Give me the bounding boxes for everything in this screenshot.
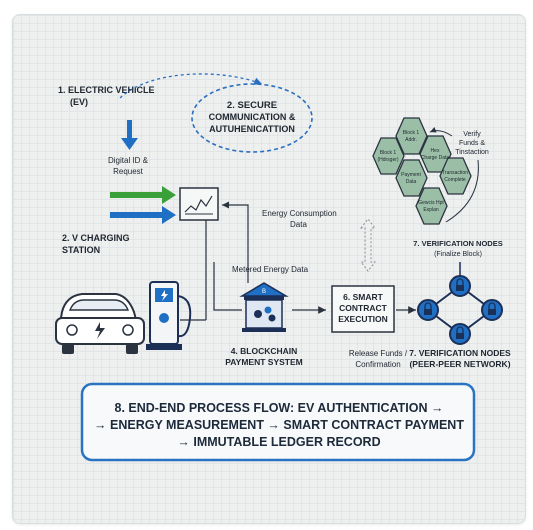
charging-monitor-icon xyxy=(179,187,219,221)
contract-line2: CONTRACT xyxy=(339,303,387,313)
blockchain-line1: 4. BLOCKCHAIN xyxy=(231,346,298,356)
station-line1: 2. V CHARGING xyxy=(62,233,130,243)
hex-label: Block 1 xyxy=(403,130,420,136)
smart-contract-box xyxy=(331,285,395,333)
verify-return-path xyxy=(445,159,479,223)
energy-consumption-line1: Energy Consumption xyxy=(262,209,337,218)
hex-label: Data xyxy=(406,179,417,185)
release-line1: Release Funds / xyxy=(349,349,408,358)
blockchain-bank-icon: B xyxy=(239,282,289,332)
hex-label: Addr. xyxy=(405,137,417,143)
hex-label: Explan xyxy=(423,207,439,213)
svg-text:B: B xyxy=(262,289,266,295)
peer-network xyxy=(417,262,503,345)
summary-box xyxy=(80,382,476,462)
contract-ledger-double-arrow-icon xyxy=(359,218,377,272)
hex-block xyxy=(415,187,448,225)
green-right-arrow-icon xyxy=(110,186,176,204)
verify-curved-arrow xyxy=(429,126,453,137)
contract-line3: EXECUTION xyxy=(338,314,388,324)
hex-label: Gewcis Hpt xyxy=(418,200,444,206)
verification-top-line1: 7. VERIFICATION NODES xyxy=(413,239,502,248)
ev-charger-icon xyxy=(146,281,192,350)
hex-label: Payment xyxy=(401,172,421,178)
verification-node-icon xyxy=(481,299,503,321)
verification-node-icon xyxy=(449,275,471,297)
verification-top-line2: (Finalize Block) xyxy=(434,251,482,258)
ev-title-line2: (EV) xyxy=(70,97,88,107)
verify-line3: Tinstaction xyxy=(455,149,489,156)
release-line2: Confirmation xyxy=(355,360,400,369)
ev-title-line1: 1. ELECTRIC VEHICLE xyxy=(58,85,155,95)
blockchain-line2: PAYMENT SYSTEM xyxy=(225,357,302,367)
down-arrow-icon xyxy=(121,120,138,150)
secure-communication-ellipse xyxy=(191,83,313,153)
hex-block xyxy=(395,159,428,197)
verify-line2: Funds & xyxy=(459,140,485,147)
energy-consumption-arrow xyxy=(222,201,249,283)
verification-bottom-line2: (PEER-PEER NETWORK) xyxy=(409,359,510,369)
metered-energy-label: Metered Energy Data xyxy=(232,265,309,274)
hex-label: Hex xyxy=(431,148,440,154)
digital-id-line2: Request xyxy=(113,167,144,176)
blue-right-arrow-icon xyxy=(110,206,176,224)
contract-line1: 6. SMART xyxy=(343,292,383,302)
metered-line xyxy=(213,262,242,311)
summary-line1: 8. END-END PROCESS FLOW: EV AUTHENTICATI… xyxy=(114,401,444,415)
hex-label: Block 1 xyxy=(380,150,397,156)
secure-line2: COMMUNICATION & xyxy=(209,112,296,122)
summary-text: 8. END-END PROCESS FLOW: EV AUTHENTICATI… xyxy=(86,400,472,451)
station-line2: STATION xyxy=(62,245,100,255)
verify-line1: Verify xyxy=(463,131,481,138)
verification-node-icon xyxy=(449,323,471,345)
secure-line3: AUTUHENICATTION xyxy=(209,124,295,134)
summary-line3: → IMMUTABLE LEDGER RECORD xyxy=(177,435,381,449)
verification-bottom-line1: 7. VERIFICATION NODES xyxy=(409,348,511,358)
verification-node-icon xyxy=(417,299,439,321)
ev-to-secure-dashed-path xyxy=(119,73,263,99)
hex-block xyxy=(395,117,428,155)
electric-car-icon xyxy=(55,293,145,354)
digital-id-line1: Digital ID & xyxy=(108,156,149,165)
hex-block xyxy=(372,137,405,175)
hex-label: Charge Data xyxy=(421,155,450,161)
secure-line1: 2. SECURE xyxy=(227,100,277,111)
hex-block xyxy=(439,157,472,195)
hex-label: (Hdrsger) xyxy=(377,157,398,163)
energy-consumption-line2: Data xyxy=(290,220,307,229)
summary-line2: → ENERGY MEASUREMENT → SMART CONTRACT PA… xyxy=(94,418,464,432)
hex-ledger-cluster: Block 1 (Hdrsger) Block 1 Addr. Hex Char… xyxy=(372,117,472,225)
hex-label: Transaction xyxy=(442,170,468,176)
hex-label: Complete xyxy=(444,177,466,183)
